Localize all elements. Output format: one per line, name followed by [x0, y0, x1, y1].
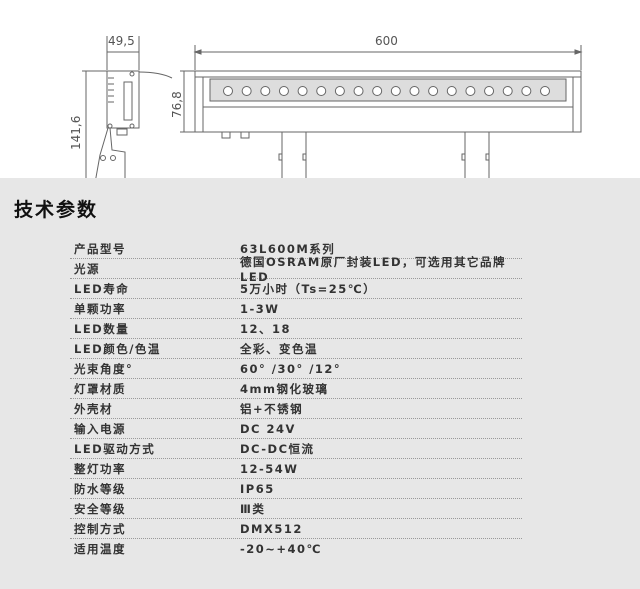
specs-table: 产品型号 63L600M系列光源 德国OSRAM原厂封装LED，可选用其它品牌LED…: [70, 239, 522, 559]
led-circle: [409, 86, 420, 96]
spec-value: IP65: [240, 481, 275, 496]
spec-label: 整灯功率: [74, 461, 126, 476]
spec-value: 12-54W: [240, 461, 299, 476]
spec-row: LED颜色/色温 全彩、变色温: [70, 339, 522, 359]
spec-row: 适用温度 -20~+40℃: [70, 539, 522, 559]
spec-row: LED寿命 5万小时（Ts=25℃）: [70, 279, 522, 299]
spec-value: 4mm钢化玻璃: [240, 381, 329, 396]
spec-label: 防水等级: [74, 481, 126, 496]
spec-label: LED数量: [74, 321, 130, 336]
spec-value: 全彩、变色温: [240, 341, 318, 356]
led-circle: [316, 86, 327, 96]
led-circle: [502, 86, 513, 96]
led-circle: [241, 86, 252, 96]
spec-label: 控制方式: [74, 521, 126, 536]
spec-row: LED数量 12、18: [70, 319, 522, 339]
spec-row: 光束角度° 60° /30° /12°: [70, 359, 522, 379]
spec-row: 安全等级 Ⅲ类: [70, 499, 522, 519]
spec-label: 光束角度°: [74, 361, 134, 376]
spec-label: 适用温度: [74, 542, 126, 556]
dim-side-width: 49,5: [108, 34, 135, 48]
spec-row: 外壳材 铝+不锈钢: [70, 399, 522, 419]
led-circle: [353, 86, 364, 96]
spec-label: 灯罩材质: [74, 381, 126, 396]
specs-section: 技术参数 产品型号 63L600M系列光源 德国OSRAM原厂封装LED，可选用其它…: [0, 178, 640, 589]
spec-value: -20~+40℃: [240, 542, 322, 556]
spec-value: DC-DC恒流: [240, 441, 315, 456]
led-circle: [428, 86, 439, 96]
led-circle: [297, 86, 308, 96]
spec-value: DC 24V: [240, 421, 296, 436]
led-circle: [390, 86, 401, 96]
led-circle: [372, 86, 383, 96]
spec-label: 产品型号: [74, 241, 126, 256]
spec-label: 输入电源: [74, 421, 126, 436]
spec-label: 光源: [74, 261, 100, 276]
spec-row: LED驱动方式 DC-DC恒流: [70, 439, 522, 459]
led-circle: [484, 86, 495, 96]
led-circle: [278, 86, 289, 96]
led-circle: [223, 86, 233, 96]
spec-value: 63L600M系列: [240, 241, 336, 256]
dim-length: 600: [375, 34, 398, 48]
spec-row: 灯罩材质 4mm钢化玻璃: [70, 379, 522, 399]
spec-row: 输入电源 DC 24V: [70, 419, 522, 439]
spec-value: 1-3W: [240, 301, 280, 316]
spec-label: LED寿命: [74, 281, 130, 296]
side-view: 49,5 141,6: [69, 34, 173, 184]
spec-row: 防水等级 IP65: [70, 479, 522, 499]
led-circle: [540, 86, 550, 96]
spec-label: LED颜色/色温: [74, 341, 161, 356]
spec-value: DMX512: [240, 521, 303, 536]
spec-row: 整灯功率 12-54W: [70, 459, 522, 479]
section-title: 技术参数: [14, 199, 99, 221]
led-circle: [260, 86, 271, 96]
led-circle: [521, 86, 532, 96]
spec-row: 产品型号 63L600M系列: [70, 239, 522, 259]
led-circle: [334, 86, 345, 96]
front-view: 600 76,8: [170, 34, 583, 184]
spec-row: 光源 德国OSRAM原厂封装LED，可选用其它品牌LED: [70, 255, 522, 284]
spec-label: 安全等级: [74, 501, 126, 516]
spec-row: 控制方式 DMX512: [70, 519, 522, 539]
spec-label: LED驱动方式: [74, 441, 156, 456]
led-circle: [465, 86, 476, 96]
spec-value: 德国OSRAM原厂封装LED，可选用其它品牌LED: [240, 254, 506, 284]
spec-value: 60° /30° /12°: [240, 361, 342, 376]
spec-row: 单颗功率 1-3W: [70, 299, 522, 319]
technical-drawing: 49,5 141,6 600 76,8: [0, 0, 640, 184]
spec-value: 5万小时（Ts=25℃）: [240, 281, 377, 296]
spec-label: 单颗功率: [74, 301, 126, 316]
led-circle: [446, 86, 457, 96]
dim-body-height: 76,8: [170, 91, 184, 118]
dim-total-height: 141,6: [69, 116, 83, 150]
spec-label: 外壳材: [74, 401, 113, 416]
spec-value: Ⅲ类: [240, 501, 266, 516]
spec-value: 12、18: [240, 321, 292, 336]
spec-value: 铝+不锈钢: [240, 401, 304, 416]
